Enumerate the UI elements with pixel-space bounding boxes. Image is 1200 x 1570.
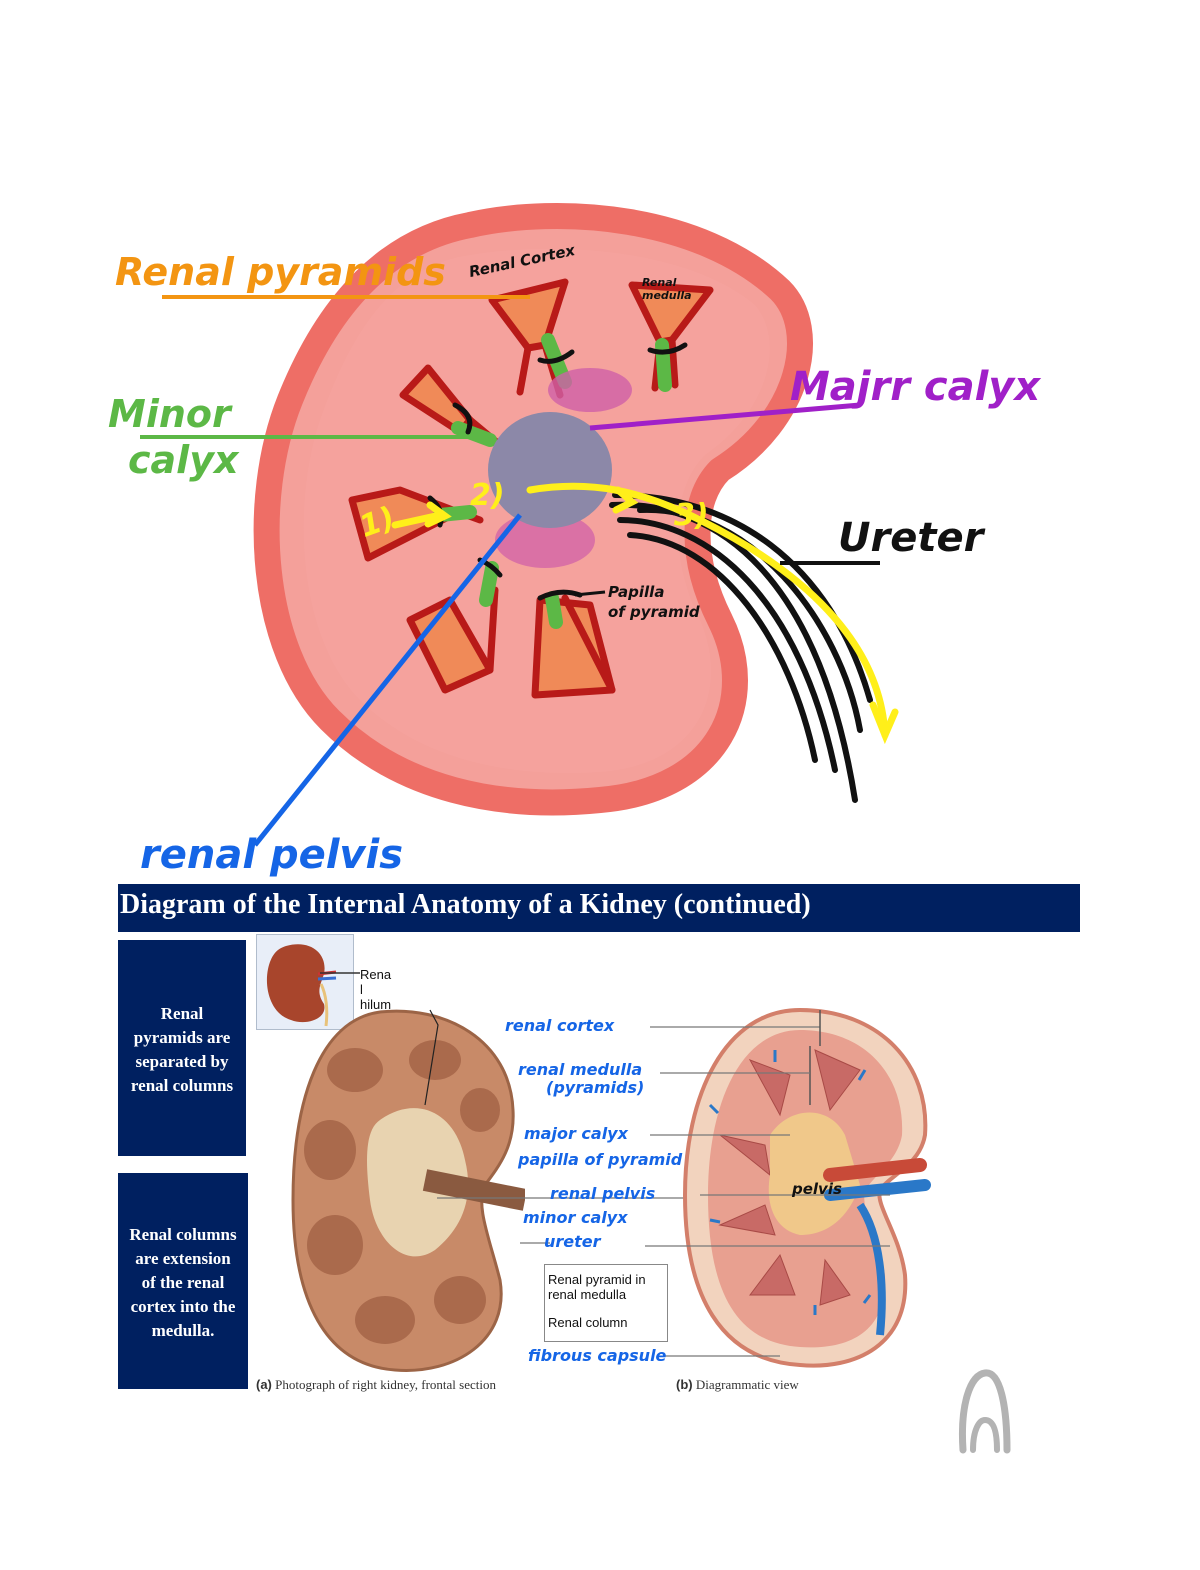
diagram-leader-lines <box>645 1010 890 1357</box>
printed-pyramid-line: Renal pyramid in <box>548 1272 646 1287</box>
annotation-fibrous-capsule: fibrous capsule <box>528 1346 667 1365</box>
photo-leader-lines <box>424 1009 695 1244</box>
step-3: 3) <box>674 498 709 533</box>
label-minor-calyx-2: calyx <box>128 438 239 482</box>
hilum-label-line: hilum <box>360 997 392 1012</box>
caption-a-letter: (a) <box>256 1377 272 1392</box>
renal-pelvis <box>488 412 612 528</box>
slide-title: Diagram of the Internal Anatomy of a Kid… <box>120 889 811 920</box>
major-calyx <box>495 512 595 568</box>
info-box-line: separated by <box>135 1052 229 1071</box>
annotation-renal-cortex: renal cortex <box>505 1016 615 1035</box>
annotation-ureter: ureter <box>544 1232 601 1251</box>
info-box-line: of the renal <box>141 1273 225 1292</box>
step-2: 2) <box>470 478 505 513</box>
annotation-pelvis: pelvis <box>792 1180 842 1198</box>
info-box-line: Renal <box>160 1004 204 1023</box>
label-renal-pelvis: renal pelvis <box>140 832 404 878</box>
label-minor-calyx-1: Minor <box>108 392 231 436</box>
kidney-thumbnail <box>256 934 354 1030</box>
slide-title-banner: Diagram of the Internal Anatomy of a Kid… <box>118 884 1080 932</box>
info-box-line: medulla. <box>151 1321 215 1340</box>
kidney-diagram <box>682 1007 931 1368</box>
printed-pyramid-line: renal medulla <box>548 1287 627 1302</box>
info-box-line: renal columns <box>130 1076 234 1095</box>
annotation-renal-medulla: renal medulla <box>518 1060 643 1079</box>
info-box-renal-columns: Renal columns are extension of the renal… <box>118 1173 248 1389</box>
annotation-papilla-of-pyramid: papilla of pyramid <box>518 1150 683 1169</box>
info-box-line: are extension <box>135 1249 231 1268</box>
printed-label-box <box>544 1264 668 1342</box>
flow-arrows <box>391 482 899 745</box>
hilum-label: Rena l hilum <box>360 967 391 1012</box>
label-of-pyramid: of pyramid <box>608 603 700 621</box>
caption-b-letter: (b) <box>676 1377 693 1392</box>
label-renal-medulla: Renal medulla <box>642 276 698 302</box>
hilum-pointer <box>320 972 360 974</box>
caption-b-text: Diagrammatic view <box>695 1377 799 1392</box>
caption-a: (a) Photograph of right kidney, frontal … <box>256 1377 496 1393</box>
annotation-major-calyx: major calyx <box>524 1124 628 1143</box>
label-renal-medulla-line: Renal medulla <box>642 276 692 302</box>
caption-b: (b) Diagrammatic view <box>676 1377 799 1393</box>
hilum-label-line: Rena <box>360 967 392 982</box>
logo-mark <box>958 1369 1011 1454</box>
printed-column-label: Renal column <box>548 1315 628 1330</box>
kidney-photograph <box>291 1009 525 1372</box>
info-box-renal-pyramids: Renal pyramids are separated by renal co… <box>118 940 246 1156</box>
label-ureter: Ureter <box>838 515 984 561</box>
annotation-pyramids: (pyramids) <box>546 1078 645 1097</box>
hilum-label-line: l <box>360 982 363 997</box>
printed-pyramid-label: Renal pyramid in renal medulla <box>548 1272 646 1302</box>
annotation-minor-calyx: minor calyx <box>523 1208 628 1227</box>
info-box-line: Renal columns <box>129 1225 237 1244</box>
caption-a-text: Photograph of right kidney, frontal sect… <box>275 1377 496 1392</box>
label-renal-pyramids: Renal pyramids <box>115 250 446 294</box>
annotation-renal-pelvis: renal pelvis <box>550 1184 656 1203</box>
kidney-drawing <box>140 203 899 847</box>
label-major-calyx: Majrr calyx <box>790 364 1041 410</box>
label-papilla: Papilla <box>608 583 665 601</box>
major-calyx <box>548 368 632 412</box>
info-box-line: cortex into the <box>130 1297 236 1316</box>
info-box-line: pyramids are <box>133 1028 231 1047</box>
